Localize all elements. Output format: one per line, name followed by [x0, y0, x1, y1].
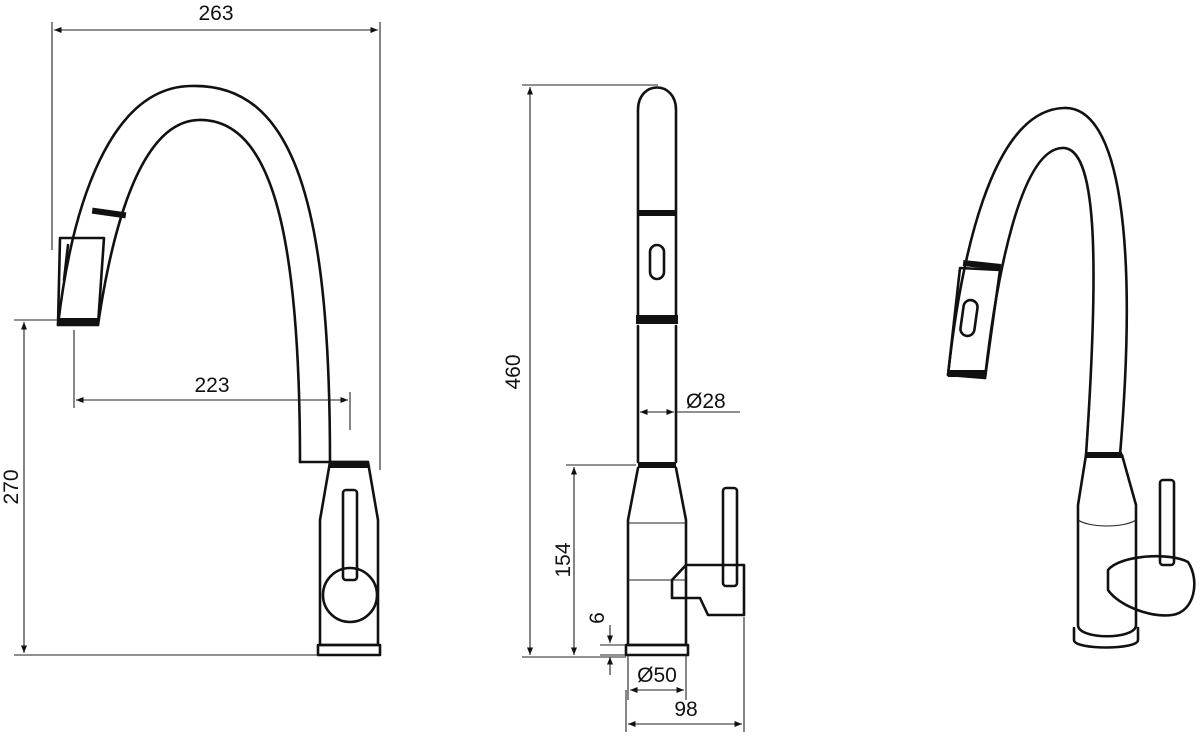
dim-223: 223 [73, 330, 351, 430]
persp-spout-inner [983, 146, 1095, 457]
side-lever [721, 486, 739, 588]
persp-body-line [1077, 519, 1137, 527]
front-faucet-outline [56, 84, 382, 657]
dim-154: 154 [552, 464, 636, 655]
persp-body [1076, 453, 1138, 638]
dim-98: 98 [625, 617, 745, 732]
height-label: 460 [502, 354, 525, 389]
front-nozzle [58, 318, 98, 325]
side-collar-band [638, 462, 676, 468]
body-diameter-label: Ø28 [686, 390, 726, 413]
side-view: 460 Ø28 154 6 Ø50 [502, 84, 746, 732]
lever-height-label: 154 [552, 542, 575, 577]
spout-height-label: 270 [0, 469, 23, 504]
front-collar-band [330, 462, 368, 468]
side-head-button [648, 243, 666, 281]
front-base [316, 643, 382, 657]
persp-collar-band [1086, 452, 1122, 458]
width-label: 263 [198, 2, 233, 25]
front-lever-knob [321, 566, 379, 624]
base-thickness-label: 6 [586, 612, 609, 624]
front-head-button [62, 243, 70, 282]
dim-460: 460 [502, 84, 658, 658]
dim-270: 270 [0, 319, 318, 656]
front-lever [341, 488, 359, 582]
front-view: 263 223 270 [0, 2, 382, 657]
persp-lever [1158, 478, 1176, 567]
reach-label: 223 [194, 374, 229, 397]
side-faucet-outline [624, 86, 746, 657]
dim-diameter-28: Ø28 [640, 390, 740, 416]
dim-263: 263 [51, 2, 381, 470]
persp-lever-housing [1106, 554, 1196, 617]
persp-base [1072, 626, 1140, 649]
persp-nozzle [948, 370, 986, 377]
side-lever-housing [670, 563, 746, 617]
side-base [624, 643, 690, 657]
side-head-band [638, 210, 676, 216]
perspective-view [946, 106, 1196, 649]
front-head-band [91, 207, 127, 219]
persp-spray-head [946, 266, 1002, 380]
dim-6: 6 [586, 612, 626, 675]
side-nozzle [636, 315, 678, 324]
persp-spout-outer [946, 106, 1129, 457]
persp-head-band [962, 260, 1002, 270]
dim-diameter-50: Ø50 [627, 655, 687, 700]
depth-label: 98 [674, 698, 697, 721]
persp-head-button [959, 298, 979, 338]
base-diameter-label: Ø50 [637, 664, 677, 687]
